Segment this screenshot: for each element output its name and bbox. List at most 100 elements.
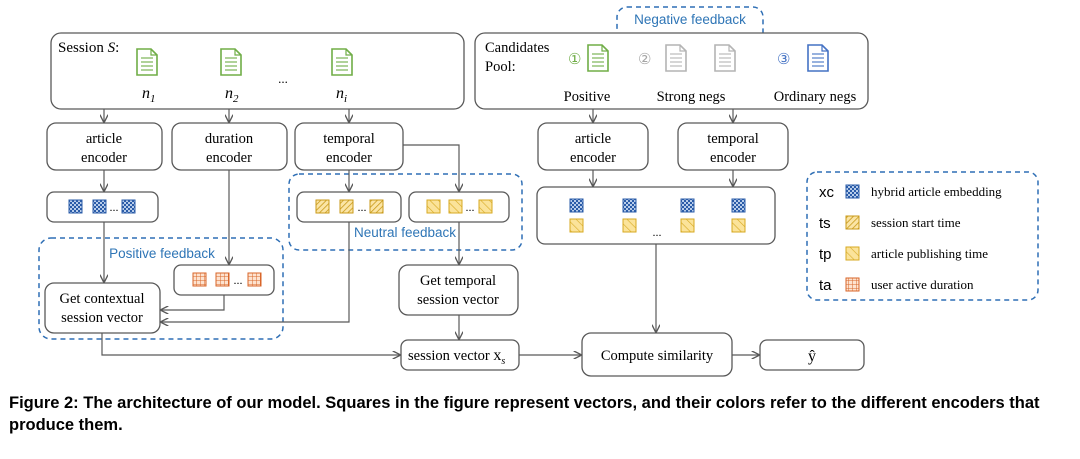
tp-vector-square bbox=[731, 218, 746, 233]
svg-text:ts: ts bbox=[819, 215, 831, 232]
figure-caption: Figure 2: The architecture of our model.… bbox=[9, 394, 1040, 434]
ta-vector-square bbox=[247, 272, 262, 287]
arrow-ts-to-contextual bbox=[161, 222, 350, 322]
legend-item-ts: ts session start time bbox=[819, 215, 961, 232]
architecture-diagram: Negative feedback Positive feedback Neut… bbox=[38, 6, 1039, 377]
positive-label: Positive bbox=[564, 89, 611, 105]
session-item-n1: n1 bbox=[142, 85, 156, 105]
output-box: ŷ bbox=[759, 339, 865, 371]
svg-text:user active duration: user active duration bbox=[871, 277, 974, 292]
ta-vector-square bbox=[192, 272, 207, 287]
candidates-pool-label: Candidates Pool: bbox=[485, 40, 553, 75]
xc-vector-square bbox=[92, 199, 107, 214]
session-article-doc-icon bbox=[220, 48, 242, 76]
tp-vector-square bbox=[569, 218, 584, 233]
arrows bbox=[102, 109, 759, 355]
tp-vector-square bbox=[426, 199, 441, 214]
ordinary-neg-marker: ③ bbox=[777, 52, 790, 68]
positive-marker: ① bbox=[568, 52, 581, 68]
session-symbol: S bbox=[108, 40, 116, 56]
candidates-pool-box: Candidates Pool: ① ② ③ Positive Strong n… bbox=[474, 32, 869, 110]
legend-swatch-ts bbox=[845, 215, 860, 230]
vector-ellipsis: ... bbox=[653, 225, 662, 239]
vector-ellipsis: ... bbox=[110, 200, 119, 214]
ordinary-negs-label: Ordinary negs bbox=[774, 89, 857, 105]
session-article-doc-icon bbox=[331, 48, 353, 76]
vector-ellipsis: ... bbox=[234, 273, 243, 287]
ta-vectors-box: ... bbox=[173, 264, 275, 296]
candidate-vectors-box: ... bbox=[536, 186, 776, 245]
legend-item-ta: ta user active duration bbox=[819, 277, 974, 294]
neutral-feedback-region bbox=[288, 173, 523, 251]
svg-text:article publishing time: article publishing time bbox=[871, 246, 988, 261]
tp-vector-square bbox=[680, 218, 695, 233]
vector-ellipsis: ... bbox=[466, 200, 475, 214]
strong-neg-doc-icon bbox=[665, 44, 687, 72]
tp-vector-square bbox=[448, 199, 463, 214]
session-article-doc-icon bbox=[136, 48, 158, 76]
legend-swatch-xc bbox=[845, 184, 860, 199]
svg-text:session start time: session start time bbox=[871, 215, 961, 230]
positive-feedback-label: Positive feedback bbox=[109, 246, 215, 261]
strong-negs-label: Strong negs bbox=[657, 89, 726, 105]
session-ellipsis: ... bbox=[278, 71, 288, 86]
arrow-ta-to-contextual bbox=[161, 295, 225, 310]
positive-candidate-doc-icon bbox=[587, 44, 609, 72]
ordinary-neg-doc-icon bbox=[807, 44, 829, 72]
article-vectors-box: ... bbox=[46, 191, 159, 223]
legend: xc hybrid article embedding ts session s… bbox=[806, 171, 1039, 301]
svg-text:xc: xc bbox=[819, 184, 835, 201]
svg-text:ŷ: ŷ bbox=[808, 348, 816, 365]
ta-vector-square bbox=[215, 272, 230, 287]
tp-vectors-box: ... bbox=[408, 191, 510, 223]
svg-text:Compute similarity: Compute similarity bbox=[601, 348, 714, 364]
compute-similarity-box: Compute similarity bbox=[581, 332, 733, 377]
svg-text:tp: tp bbox=[819, 246, 832, 263]
xc-vector-square bbox=[68, 199, 83, 214]
xc-vector-square bbox=[622, 198, 637, 213]
svg-text:hybrid article embedding: hybrid article embedding bbox=[871, 184, 1002, 199]
session-vector-box: session vector xs bbox=[400, 339, 520, 371]
xc-vector-square bbox=[680, 198, 695, 213]
svg-text:session vector xs: session vector xs bbox=[408, 347, 505, 367]
negative-feedback-label: Negative feedback bbox=[634, 12, 746, 27]
tp-vector-square bbox=[622, 218, 637, 233]
vector-ellipsis: ... bbox=[358, 200, 367, 214]
legend-swatch-ta bbox=[845, 277, 860, 292]
xc-vector-square bbox=[121, 199, 136, 214]
legend-swatch-tp bbox=[845, 246, 860, 261]
ts-vector-square bbox=[369, 199, 384, 214]
xc-vector-square bbox=[569, 198, 584, 213]
legend-item-xc: xc hybrid article embedding bbox=[819, 184, 1002, 201]
positive-feedback-region bbox=[38, 237, 284, 340]
neutral-feedback-label: Neutral feedback bbox=[354, 225, 456, 240]
legend-item-tp: tp article publishing time bbox=[819, 246, 988, 263]
arrow-contextual-to-session-vector bbox=[101, 333, 400, 355]
ts-vector-square bbox=[315, 199, 330, 214]
session-item-n2: n2 bbox=[225, 85, 239, 105]
svg-text:Session S:: Session S: bbox=[58, 40, 119, 56]
strong-neg-doc-icon bbox=[714, 44, 736, 72]
session-item-ni: ni bbox=[336, 85, 347, 105]
arrow-temporal-encoder-to-tp bbox=[403, 144, 459, 191]
strong-neg-marker: ② bbox=[638, 52, 651, 68]
ts-vectors-box: ... bbox=[296, 191, 402, 223]
svg-text:ta: ta bbox=[819, 277, 832, 294]
session-label: Session bbox=[58, 40, 104, 56]
session-box: Session S: n1 n2 ... ni bbox=[50, 32, 465, 110]
xc-vector-square bbox=[731, 198, 746, 213]
ts-vector-square bbox=[339, 199, 354, 214]
